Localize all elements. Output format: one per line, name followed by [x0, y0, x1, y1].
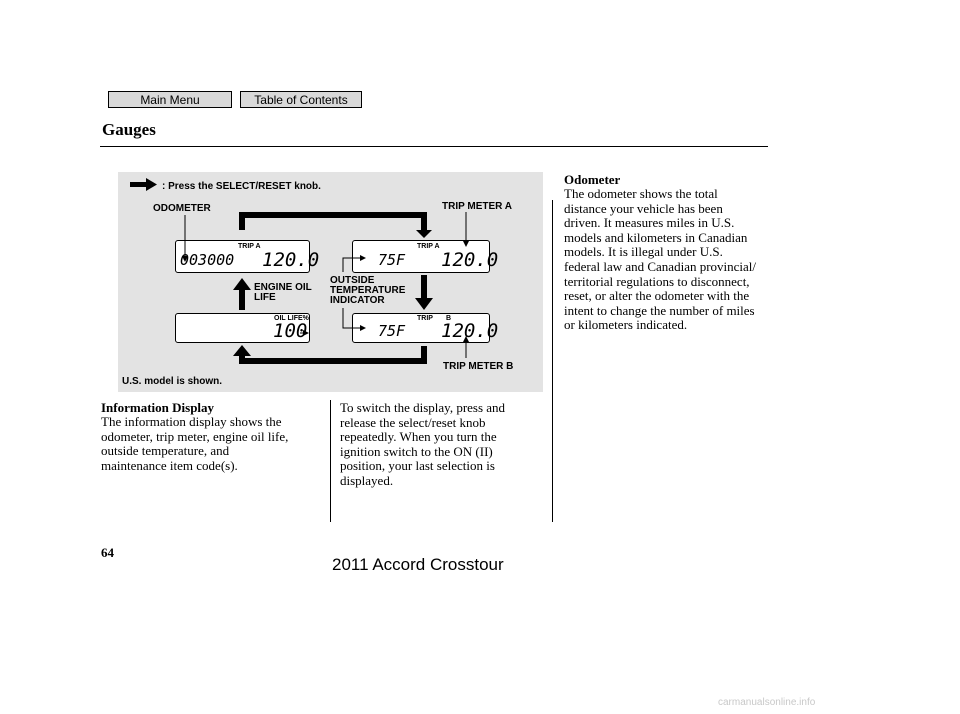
info-display-text: The information display shows the odomet…	[101, 414, 289, 473]
bottom-flow-arrow	[233, 345, 427, 364]
display4-tag-trip: TRIP	[417, 315, 433, 322]
callout-leaders	[182, 212, 469, 358]
display4-trip-value: 120.0	[441, 320, 499, 342]
display1-odometer-value: 003000	[180, 251, 235, 269]
outside-temperature-callout: OUTSIDE TEMPERATURE INDICATOR	[330, 275, 406, 306]
footer-title: 2011 Accord Crosstour	[332, 555, 504, 574]
display1-trip-value: 120.0	[262, 249, 320, 271]
watermark: carmanualsonline.info	[718, 697, 816, 708]
odometer-display	[175, 240, 310, 273]
legend-text: : Press the SELECT/RESET knob.	[162, 181, 321, 192]
display3-oil-life-value: 100	[273, 320, 308, 342]
model-note: U.S. model is shown.	[122, 376, 223, 387]
column-divider-left	[330, 400, 331, 522]
main-menu-button[interactable]: Main Menu	[108, 91, 232, 108]
odometer-heading: Odometer	[564, 172, 621, 187]
odometer-text: The odometer shows the total distance yo…	[564, 186, 757, 333]
display2-temp-value: 75F	[378, 251, 406, 269]
table-of-contents-button[interactable]: Table of Contents	[240, 91, 362, 108]
display2-trip-value: 120.0	[441, 249, 499, 271]
section-title: Gauges	[102, 120, 156, 139]
top-flow-arrow	[239, 212, 432, 238]
trip-meter-a-callout: TRIP METER A	[442, 201, 513, 212]
display4-temp-value: 75F	[378, 322, 406, 340]
page-number: 64	[101, 545, 114, 560]
title-rule	[100, 146, 768, 147]
trip-a-temp-display	[352, 240, 490, 273]
info-display-text-2: To switch the display, press and release…	[340, 400, 506, 488]
right-down-arrow	[415, 275, 433, 310]
odometer-callout: ODOMETER	[153, 203, 211, 214]
engine-oil-life-callout: ENGINE OIL LIFE	[254, 282, 312, 303]
display2-tag: TRIP A	[417, 243, 440, 250]
trip-meter-b-callout: TRIP METER B	[443, 361, 514, 372]
display3-tag: OIL LIFE%	[274, 315, 309, 322]
display4-tag-b: B	[446, 315, 452, 322]
left-up-arrow	[233, 278, 251, 310]
gauges-figure	[118, 172, 543, 392]
legend-arrow-icon	[130, 178, 157, 191]
column-divider-right	[552, 200, 553, 522]
oil-life-display	[175, 313, 310, 343]
display1-tag: TRIP A	[238, 243, 261, 250]
info-display-heading: Information Display	[101, 400, 215, 415]
